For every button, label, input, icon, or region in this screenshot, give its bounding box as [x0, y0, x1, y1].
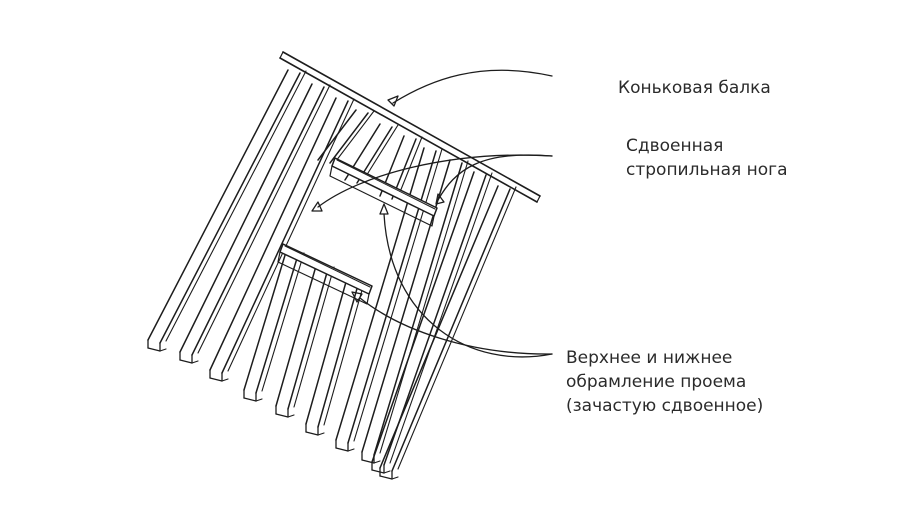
opening-header-label: Верхнее и нижнее обрамление проема (зача… [566, 346, 763, 418]
rafter [179, 83, 331, 364]
double-rafter-label: Сдвоенная стропильная нога [626, 134, 788, 182]
opening-header-label-line2: обрамление проема [566, 372, 747, 392]
rafter [275, 123, 399, 418]
ridge-beam-label-text: Коньковая балка [618, 78, 771, 98]
double-rafter-label-line1: Сдвоенная [626, 136, 724, 156]
rafter [243, 109, 375, 402]
ridge-beam-label: Коньковая балка [618, 76, 771, 100]
opening-header-label-line3: (зачастую сдвоенное) [566, 396, 764, 416]
rafter [379, 185, 517, 480]
rafters [147, 69, 517, 480]
annotation-leaders [311, 69, 553, 358]
double-rafter-label-line2: стропильная нога [626, 160, 788, 180]
rafter [209, 97, 355, 382]
opening-header-label-line1: Верхнее и нижнее [566, 348, 733, 368]
rafter [147, 69, 307, 352]
opening-headers [277, 157, 438, 305]
ridge-beam [279, 51, 541, 203]
